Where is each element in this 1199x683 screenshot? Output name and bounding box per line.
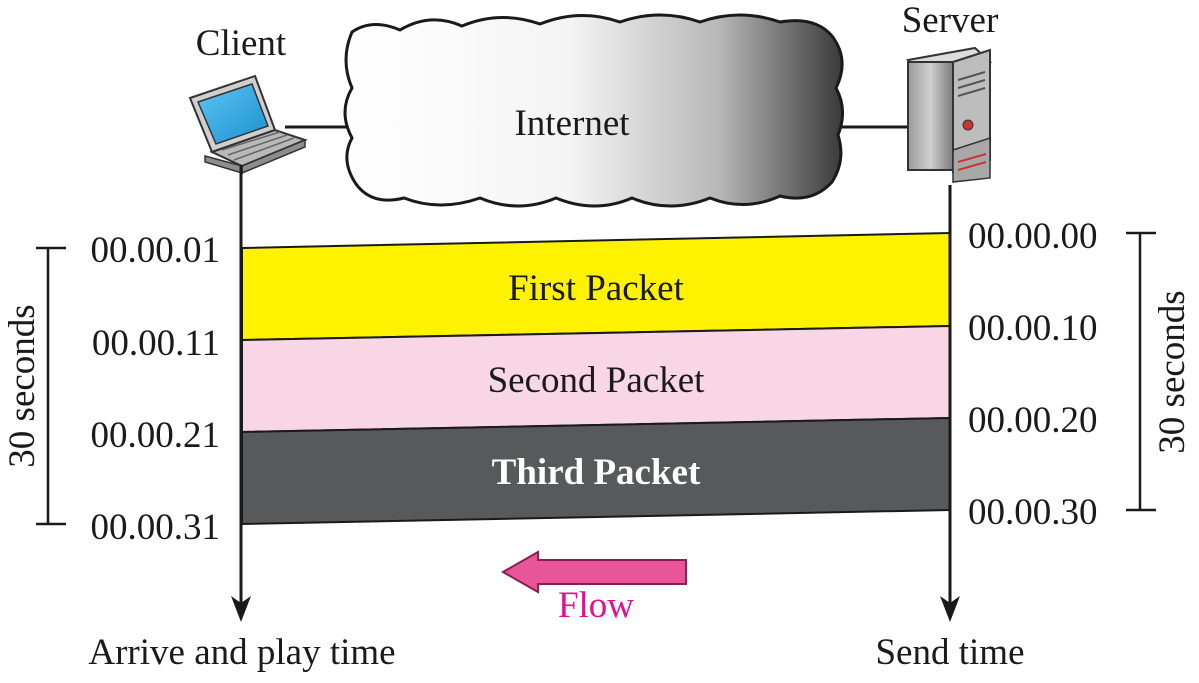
server-time-1: 00.00.00	[968, 216, 1098, 257]
client-time-1: 00.00.01	[91, 230, 221, 271]
packet-label-1: First Packet	[508, 268, 684, 309]
packet-label-2: Second Packet	[488, 360, 706, 401]
server-axis-arrowhead-icon	[940, 596, 960, 622]
server-label: Server	[902, 0, 999, 41]
packet-label-3: Third Packet	[492, 452, 701, 493]
server-time-3: 00.00.20	[968, 400, 1098, 441]
server-icon	[905, 46, 993, 183]
right-duration-bracket	[1126, 231, 1156, 512]
internet-cloud-icon	[343, 13, 844, 208]
flow-label: Flow	[558, 585, 634, 626]
client-time-4: 00.00.31	[91, 507, 221, 548]
internet-label: Internet	[514, 103, 630, 144]
right-duration-label: 30 seconds	[1152, 290, 1193, 453]
left-duration-label: 30 seconds	[2, 304, 43, 467]
client-axis-arrowhead-icon	[231, 596, 251, 622]
laptop-icon	[188, 74, 308, 175]
server-axis-label: Send time	[875, 632, 1024, 673]
server-time-2: 00.00.10	[968, 308, 1098, 349]
flow-arrow-icon	[500, 550, 687, 594]
client-axis-label: Arrive and play time	[88, 632, 395, 673]
left-duration-bracket	[36, 246, 66, 526]
client-time-2: 00.00.11	[92, 323, 220, 364]
client-time-3: 00.00.21	[91, 415, 221, 456]
server-time-4: 00.00.30	[968, 492, 1098, 533]
client-label: Client	[196, 23, 287, 64]
